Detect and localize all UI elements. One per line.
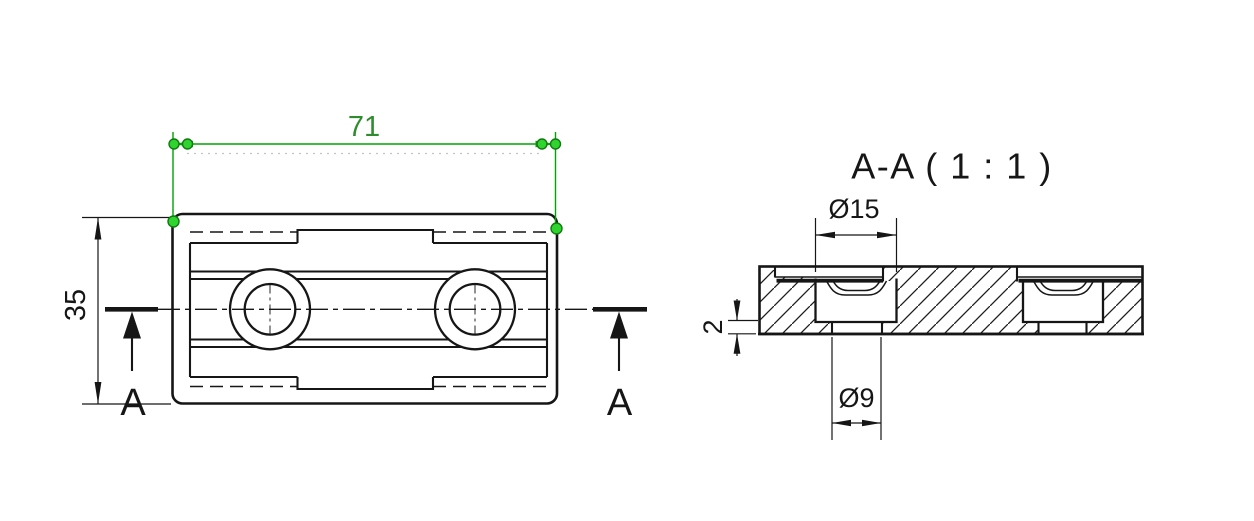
dim-9-arrow-right bbox=[862, 419, 881, 427]
hatch-region-left bbox=[759, 267, 832, 334]
hatch-region-right bbox=[1086, 281, 1143, 334]
section-label-left: A bbox=[120, 382, 146, 424]
dim-35-extension-lines bbox=[82, 216, 174, 405]
dim-35-arrow-bottom bbox=[94, 382, 102, 404]
dim-15-arrow-left bbox=[815, 231, 835, 239]
hatch-region-center bbox=[882, 267, 1039, 334]
section-arrowhead-right bbox=[610, 311, 628, 339]
grip-dot[interactable] bbox=[168, 138, 180, 150]
dim-15-arrow-right bbox=[877, 231, 897, 239]
dim-9-arrow-left bbox=[832, 419, 851, 427]
section-view-title: A-A ( 1 : 1 ) bbox=[851, 146, 1053, 187]
dim-71-text: 71 bbox=[348, 111, 380, 143]
dim-15-extension-lines bbox=[814, 218, 898, 272]
grip-dot[interactable] bbox=[181, 138, 194, 150]
dimension-height-35[interactable]: 35 bbox=[60, 216, 174, 405]
dim-2-extension-lines bbox=[728, 319, 758, 335]
top-view: A A 35 71 bbox=[60, 111, 647, 424]
countersink-right bbox=[1032, 280, 1095, 296]
section-arrow-stems bbox=[130, 338, 621, 371]
section-view: A-A ( 1 : 1 ) Ø1 bbox=[698, 146, 1144, 440]
dimension-hole-dia-9[interactable]: Ø9 bbox=[831, 337, 882, 440]
dim-2-arrow-bottom bbox=[733, 333, 741, 354]
part-inner-step-edges[interactable] bbox=[188, 228, 549, 391]
through-hole-walls[interactable] bbox=[830, 322, 1088, 334]
hole-center-marks bbox=[269, 283, 476, 336]
countersink-left bbox=[825, 280, 888, 296]
grip-dot[interactable] bbox=[549, 138, 562, 150]
section-arrowhead-left bbox=[123, 311, 141, 339]
counterbore-right[interactable] bbox=[1021, 280, 1105, 324]
countersink-left-outer bbox=[825, 280, 888, 296]
dim-15-text: Ø15 bbox=[828, 194, 879, 224]
dim-2-text: 2 bbox=[698, 319, 728, 334]
dimension-width-71[interactable]: 71 bbox=[167, 111, 563, 235]
countersink-left-inner bbox=[832, 280, 881, 292]
channel-edges[interactable] bbox=[190, 270, 547, 349]
grip-dot[interactable] bbox=[536, 138, 548, 150]
dim-9-text: Ø9 bbox=[838, 383, 874, 413]
countersink-right-inner bbox=[1039, 280, 1088, 292]
recess-step-verticals bbox=[773, 267, 1019, 282]
grip-dot[interactable] bbox=[550, 222, 563, 235]
section-line-A-A[interactable]: A A bbox=[105, 307, 647, 424]
dimension-base-thickness-2[interactable]: 2 bbox=[698, 299, 758, 356]
dimension-counterbore-dia-15[interactable]: Ø15 bbox=[814, 194, 898, 272]
dim-35-arrow-top bbox=[94, 217, 102, 240]
dim-71-extension-lines bbox=[172, 132, 557, 226]
dim-2-arrow-top bbox=[733, 300, 741, 321]
dim-35-text: 35 bbox=[60, 289, 92, 321]
counterbore-left[interactable] bbox=[814, 278, 898, 324]
countersink-right-outer bbox=[1032, 280, 1095, 296]
section-label-right: A bbox=[607, 382, 633, 424]
grip-dot[interactable] bbox=[167, 215, 180, 228]
